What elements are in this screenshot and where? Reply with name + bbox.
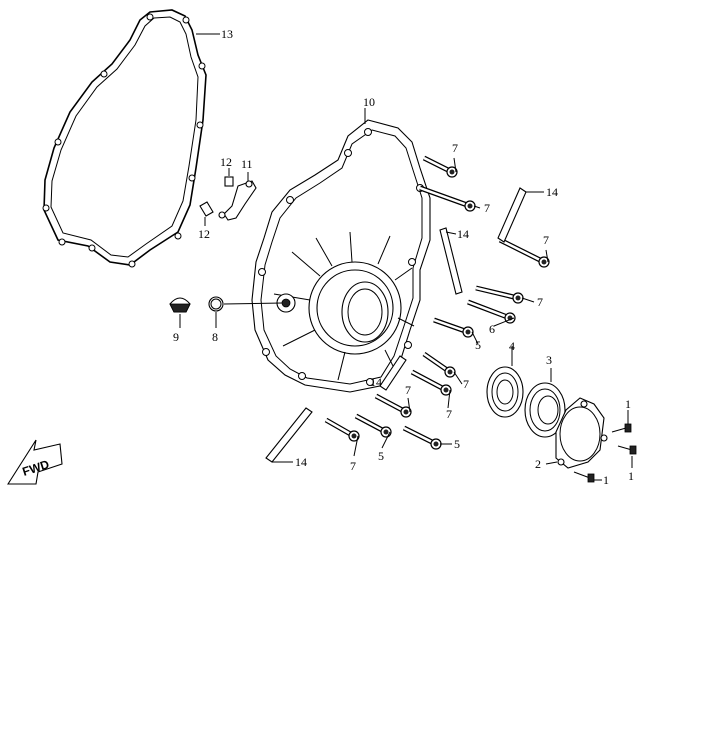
crankcase-cover-10: 10 <box>251 95 431 393</box>
callout-6: 6 <box>489 322 495 336</box>
callout-8: 8 <box>212 330 218 344</box>
cover-plate-2: 2 <box>535 397 608 471</box>
bolt-callouts: 7 7 7 7 6 5 7 7 7 7 5 5 <box>350 141 549 473</box>
callout-1-b: 1 <box>628 469 634 483</box>
plug-9-and-oring-8: 9 8 <box>169 296 283 344</box>
callout-2: 2 <box>535 457 541 471</box>
screw-1-c <box>573 471 595 483</box>
callout-14-c: 14 <box>370 375 382 389</box>
bearing-4: 4 <box>486 339 524 418</box>
bolt-7-f <box>410 369 452 409</box>
bolt-7-h <box>324 417 360 457</box>
bolt-7-a <box>422 155 458 178</box>
callout-14-b: 14 <box>457 227 469 241</box>
callout-12-bottom: 12 <box>198 227 210 241</box>
callout-7-f: 7 <box>405 383 411 397</box>
bolt-7-d <box>475 285 535 304</box>
bolt-5-c <box>402 425 452 450</box>
callout-7-a: 7 <box>452 141 458 155</box>
forward-arrow-icon: FWD <box>6 439 63 485</box>
callout-7-e: 7 <box>463 377 469 391</box>
oil-seal-3: 3 <box>524 353 566 438</box>
callout-14-a: 14 <box>546 185 558 199</box>
bolt-7-b <box>419 185 481 212</box>
callout-3: 3 <box>546 353 552 367</box>
bolt-group <box>324 155 550 457</box>
callout-1-c: 1 <box>603 473 609 487</box>
callout-14-d: 14 <box>295 455 307 469</box>
bolt-5-a <box>433 317 479 345</box>
screw-group-1: 1 1 1 <box>573 397 637 487</box>
callout-12-top: 12 <box>220 155 232 169</box>
callout-7-c: 7 <box>543 233 549 247</box>
sensor-bracket-11: 12 11 12 <box>198 155 257 241</box>
callout-13: 13 <box>221 27 233 41</box>
callout-4: 4 <box>509 339 515 353</box>
callout-7-b: 7 <box>484 201 490 215</box>
bolt-7-e <box>422 351 463 385</box>
screw-1-b <box>617 445 637 455</box>
callout-1-a: 1 <box>625 397 631 411</box>
bolt-5-b <box>354 413 392 449</box>
clamp-strap-group: 14 14 14 14 <box>265 185 558 469</box>
callout-5-b: 5 <box>378 449 384 463</box>
bolt-7-c <box>498 237 550 268</box>
screw-1-a <box>611 423 632 433</box>
gasket-13: 13 <box>42 9 233 268</box>
callout-7-d: 7 <box>537 295 543 309</box>
callout-7-g: 7 <box>446 407 452 421</box>
callout-7-h: 7 <box>350 459 356 473</box>
callout-5-c: 5 <box>454 437 460 451</box>
callout-11: 11 <box>241 157 253 171</box>
callout-5-a: 5 <box>475 338 481 352</box>
bolt-6 <box>467 299 516 327</box>
bolt-7-g <box>374 393 412 418</box>
callout-10: 10 <box>363 95 375 109</box>
callout-9: 9 <box>173 330 179 344</box>
